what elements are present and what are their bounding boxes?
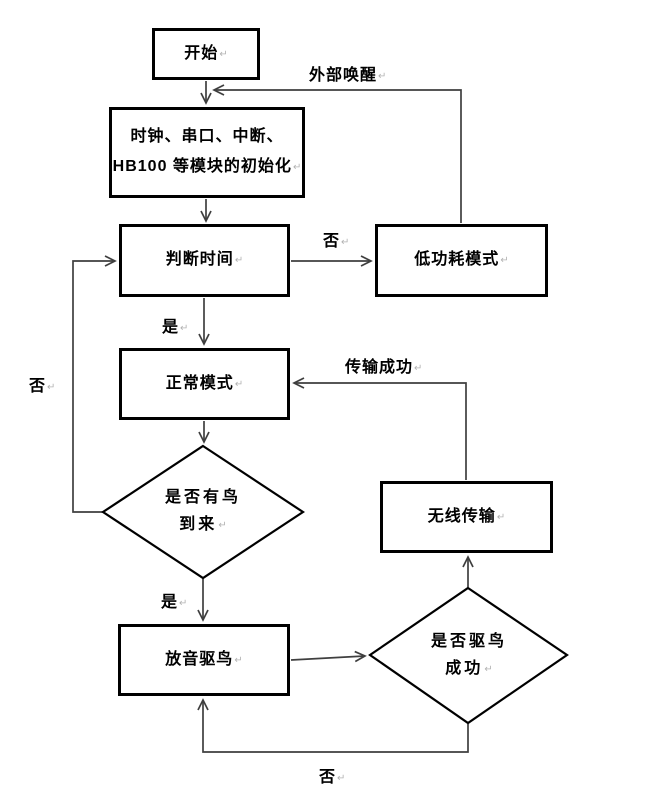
- return-mark: ↵: [500, 255, 509, 266]
- return-mark: ↵: [219, 48, 228, 60]
- return-mark: ↵: [234, 255, 244, 266]
- edge-label-no-judge: 否↵: [323, 233, 350, 250]
- return-mark: ↵: [496, 511, 506, 523]
- node-play-sound: 放音驱鸟↵: [118, 624, 290, 696]
- node-low-power-label: 低功耗模式↵: [414, 251, 509, 268]
- return-mark: ↵: [234, 378, 244, 390]
- edge-label-external-wake: 外部唤醒↵: [309, 67, 387, 84]
- decision-drive-success-label: 是否驱鸟 成功↵: [370, 628, 568, 683]
- node-wireless: 无线传输↵: [380, 481, 553, 553]
- edge-label-no-drive-loop: 否↵: [319, 769, 346, 786]
- decision-bird-come-label: 是否有鸟 到来↵: [103, 484, 303, 539]
- return-mark: ↵: [234, 654, 243, 666]
- decision-drive-success-line1: 是否驱鸟: [430, 633, 507, 650]
- decision-bird-come-line2: 到来↵: [179, 516, 227, 533]
- node-normal-mode: 正常模式↵: [119, 348, 290, 420]
- node-init: 时钟、串口、中断、 HB100 等模块的初始化↵: [109, 107, 305, 198]
- node-init-line1: 时钟、串口、中断、: [130, 128, 284, 145]
- edge-label-yes-judge: 是↵: [162, 319, 189, 336]
- edge-drivesuccess-no-to-play: [197, 698, 469, 753]
- return-mark: ↵: [292, 162, 302, 173]
- decision-bird-come-line1: 是否有鸟: [164, 489, 241, 506]
- return-mark: ↵: [179, 598, 188, 609]
- node-normal-mode-label: 正常模式↵: [165, 374, 244, 392]
- node-low-power: 低功耗模式↵: [375, 224, 548, 297]
- return-mark: ↵: [414, 363, 423, 374]
- node-judge-time-label: 判断时间↵: [165, 251, 244, 268]
- node-init-line2: HB100 等模块的初始化↵: [112, 158, 302, 175]
- edge-lowpower-wake-to-start: [212, 84, 462, 223]
- node-wireless-label: 无线传输↵: [427, 507, 506, 525]
- decision-bird-come-shape: [101, 444, 305, 580]
- decision-drive-success-shape: [368, 586, 569, 725]
- edge-label-no-bird-loop: 否↵: [29, 378, 56, 395]
- node-start: 开始↵: [152, 28, 260, 80]
- return-mark: ↵: [218, 520, 227, 531]
- edge-wireless-to-normal: [292, 377, 467, 480]
- node-start-label: 开始↵: [184, 44, 228, 62]
- return-mark: ↵: [337, 773, 346, 784]
- return-mark: ↵: [484, 664, 493, 675]
- node-judge-time: 判断时间↵: [119, 224, 290, 297]
- edge-birdcome-no-to-judge: [72, 255, 117, 513]
- decision-drive-success-line2: 成功↵: [445, 660, 493, 677]
- return-mark: ↵: [341, 237, 350, 248]
- return-mark: ↵: [378, 71, 387, 82]
- edge-label-yes-bird: 是↵: [161, 594, 188, 611]
- edge-play-to-drivesuccess: [290, 650, 367, 663]
- return-mark: ↵: [47, 382, 56, 393]
- node-play-sound-label: 放音驱鸟↵: [165, 650, 243, 668]
- return-mark: ↵: [180, 323, 189, 334]
- edge-label-transfer-success: 传输成功↵: [345, 359, 423, 376]
